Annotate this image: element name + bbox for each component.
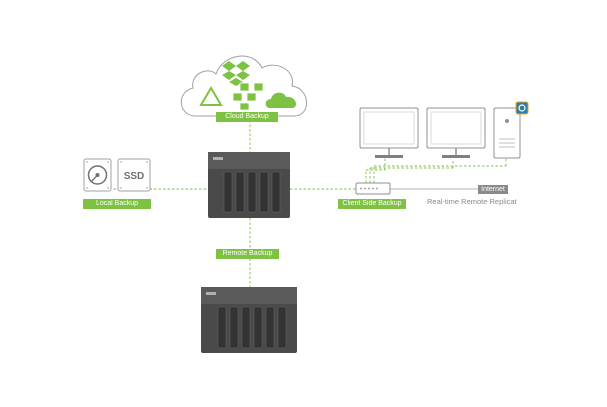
ssd-label: SSD bbox=[124, 171, 145, 182]
realtime-replication-label: Real-time Remote Replicat bbox=[427, 197, 517, 206]
monitor-icon bbox=[426, 107, 486, 158]
internet-label: Internet bbox=[478, 185, 508, 194]
hdd-icon bbox=[83, 158, 112, 192]
monitor-icon bbox=[359, 107, 419, 158]
nas-icon bbox=[208, 152, 290, 218]
onedrive-icon bbox=[265, 92, 296, 108]
pc-tower-icon bbox=[493, 107, 521, 159]
remote-nas-icon bbox=[201, 287, 297, 353]
app-badge-icon bbox=[515, 101, 529, 115]
local-backup-label: Local Backup bbox=[83, 199, 151, 209]
dropbox-icon bbox=[222, 61, 250, 86]
remote-backup-label: Remote Backup bbox=[216, 249, 279, 259]
client-side-backup-label: Client Side Backup bbox=[338, 199, 406, 209]
cloud-backup-label: Cloud Backup bbox=[216, 112, 278, 122]
cloud-icon bbox=[180, 55, 307, 117]
router-icon bbox=[355, 182, 391, 195]
google-drive-icon bbox=[199, 86, 223, 106]
ssd-icon: SSD bbox=[117, 158, 151, 192]
cubes-icon bbox=[232, 82, 264, 111]
